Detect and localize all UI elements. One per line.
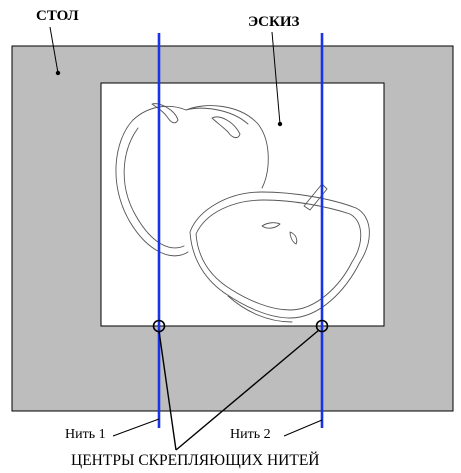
sketch-sheet (100, 82, 385, 327)
apple-drawing (115, 103, 370, 323)
thread-2-leader-line (283, 419, 323, 437)
table-leader-dot (55, 70, 61, 76)
pointer-line-1 (158, 330, 177, 451)
thread-centers-caption: ЦЕНТРЫ СКРЕПЛЯЮЩИХ НИТЕЙ (71, 452, 320, 469)
sketch-label: ЭСКИЗ (248, 14, 300, 30)
pointer-line-2 (175, 329, 320, 451)
thread-1-label: Нить 1 (65, 427, 106, 442)
thread-2-center-marker (315, 319, 329, 333)
thread-2-label: Нить 2 (230, 427, 271, 442)
table-label: СТОЛ (36, 8, 79, 24)
thread-1-leader-line (112, 418, 160, 437)
table-leader-line (49, 26, 59, 74)
sketch-leader-line (271, 31, 281, 125)
sketch-leader-dot (277, 121, 283, 127)
